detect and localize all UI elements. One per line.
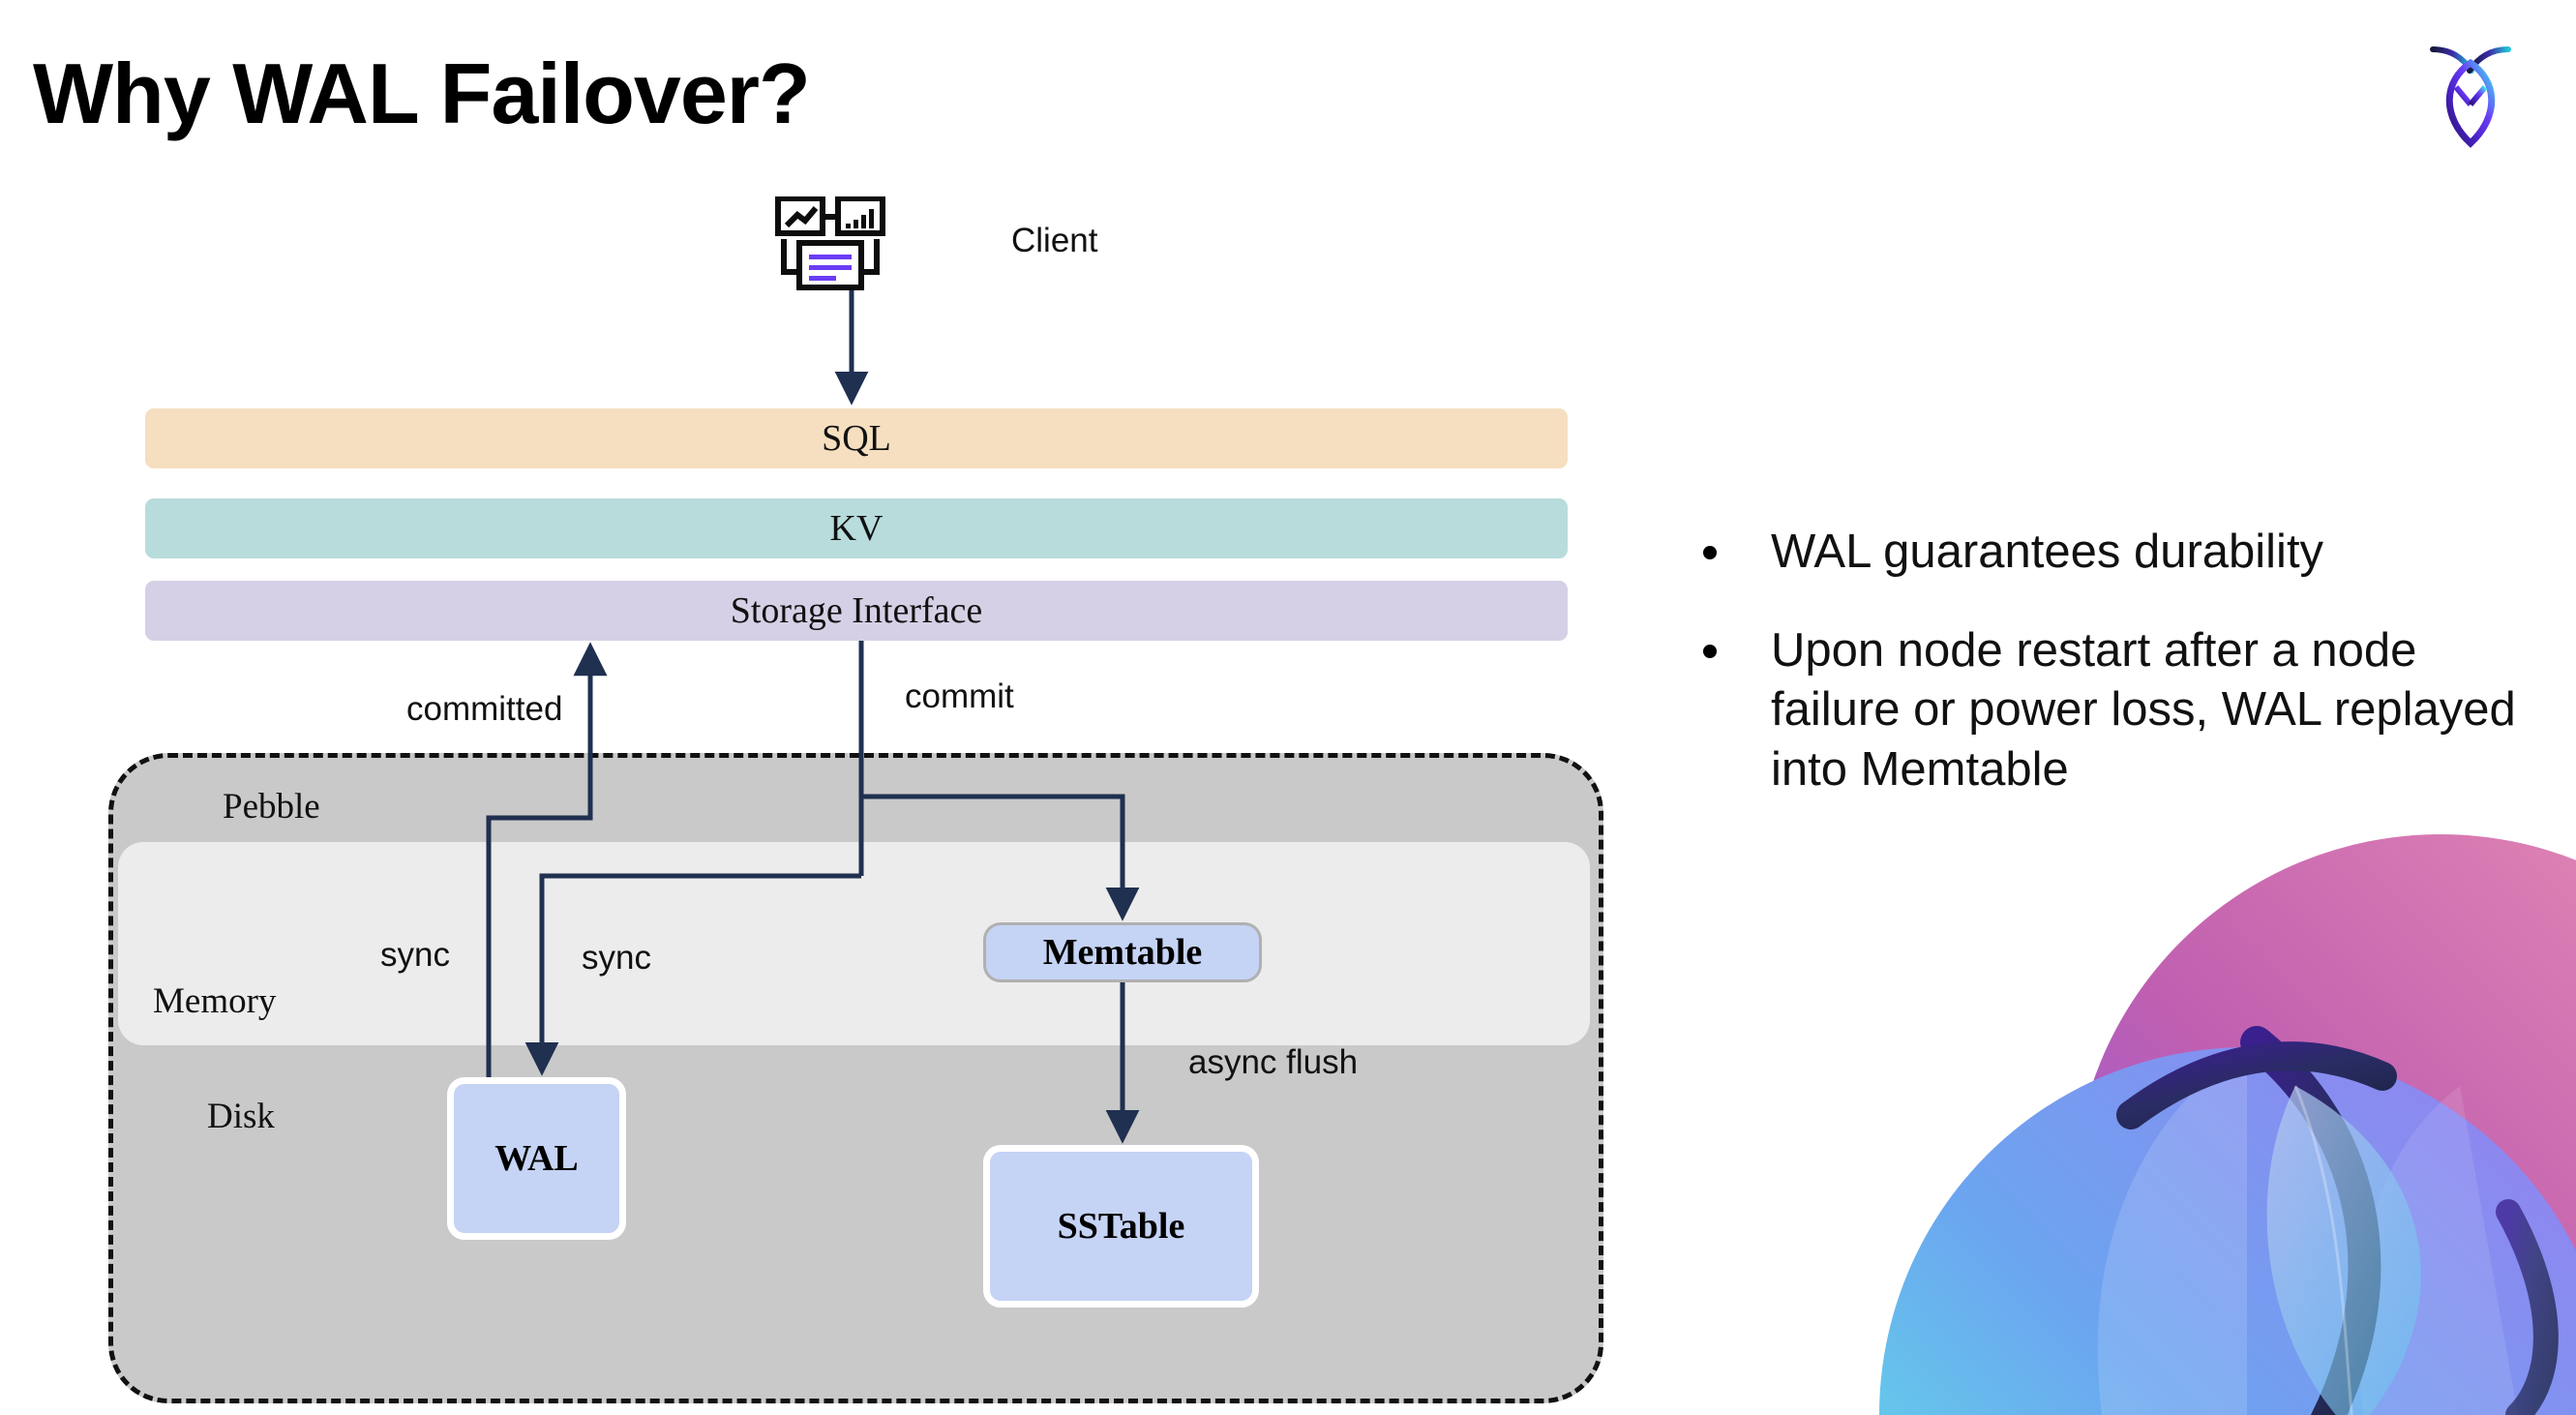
- layer-storage-interface[interactable]: Storage Interface: [145, 581, 1568, 641]
- layer-kv-label: KV: [829, 508, 884, 549]
- node-sstable[interactable]: SSTable: [983, 1145, 1259, 1308]
- layer-storage-label: Storage Interface: [730, 590, 983, 631]
- pebble-label: Pebble: [223, 787, 320, 827]
- page-title: Why WAL Failover?: [33, 45, 811, 141]
- node-memtable-label: Memtable: [1042, 932, 1203, 973]
- layer-sql-label: SQL: [822, 418, 891, 459]
- edge-label-sync-right: sync: [582, 939, 651, 977]
- disk-label: Disk: [207, 1097, 275, 1136]
- list-item: WAL guarantees durability: [1703, 523, 2516, 583]
- edge-label-commit: commit: [905, 677, 1014, 715]
- node-wal-label: WAL: [494, 1138, 579, 1179]
- edge-label-async-flush: async flush: [1188, 1043, 1359, 1081]
- cockroachdb-watermark-icon: [1841, 796, 2576, 1415]
- bullet-list: WAL guarantees durability Upon node rest…: [1703, 523, 2516, 839]
- layer-kv[interactable]: KV: [145, 498, 1568, 558]
- node-wal[interactable]: WAL: [447, 1077, 626, 1240]
- node-sstable-label: SSTable: [1057, 1206, 1185, 1247]
- client-terminal-icon: [774, 196, 929, 293]
- memory-label: Memory: [153, 981, 277, 1021]
- bullet-text: Upon node restart after a node failure o…: [1771, 623, 2516, 797]
- cockroachdb-logo-icon: [2408, 27, 2533, 153]
- edge-label-committed: committed: [406, 690, 563, 728]
- node-memtable[interactable]: Memtable: [983, 922, 1262, 982]
- layer-sql[interactable]: SQL: [145, 408, 1568, 468]
- bullet-dot-icon: [1703, 546, 1717, 559]
- memory-container: [118, 842, 1590, 1045]
- architecture-diagram: Client SQL KV Storage Interface Pebble M…: [108, 196, 1603, 1403]
- list-item: Upon node restart after a node failure o…: [1703, 621, 2516, 800]
- client-label: Client: [1011, 222, 1098, 259]
- bullet-dot-icon: [1703, 644, 1717, 658]
- bullet-text: WAL guarantees durability: [1771, 526, 2324, 578]
- edge-label-sync-left: sync: [380, 936, 450, 974]
